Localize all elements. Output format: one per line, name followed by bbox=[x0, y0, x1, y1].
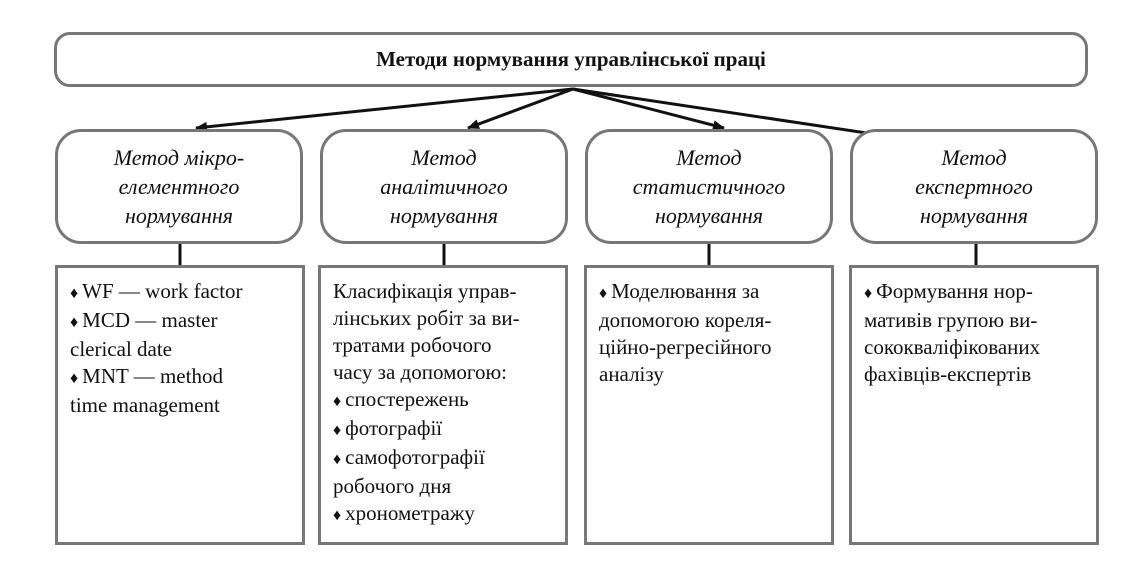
method-box-statistical: Метод статистичного нормування bbox=[585, 129, 833, 244]
detail-text: MCD — master bbox=[82, 308, 218, 332]
detail-text: MNT — method bbox=[82, 364, 223, 388]
method-box-microelement: Метод мікро- елементного нормування bbox=[55, 129, 303, 244]
detail-line: ♦MCD — master bbox=[70, 307, 292, 336]
detail-line: clerical date bbox=[70, 336, 292, 363]
detail-text: допомогою кореля- bbox=[599, 308, 772, 332]
detail-line: ♦самофотографії bbox=[333, 444, 555, 473]
detail-text: Формування нор- bbox=[876, 279, 1033, 303]
bullet-icon: ♦ bbox=[599, 285, 608, 302]
method-label: Метод статистичного нормування bbox=[632, 145, 786, 228]
details-box-expert: ♦Формування нор-мативів групою ви-сококв… bbox=[849, 265, 1099, 545]
method-box-expert: Метод експертного нормування bbox=[850, 129, 1098, 244]
detail-text: WF — work factor bbox=[82, 279, 243, 303]
detail-line: ♦хронометражу bbox=[333, 500, 555, 529]
detail-text: тратами робочого bbox=[333, 333, 492, 357]
detail-text: time management bbox=[70, 393, 220, 417]
detail-text: фахівців-експертів bbox=[864, 362, 1032, 386]
detail-line: time management bbox=[70, 392, 292, 419]
detail-line: ♦MNT — method bbox=[70, 363, 292, 392]
detail-line: допомогою кореля- bbox=[599, 307, 821, 334]
details-box-analytical: Класифікація управ-лінських робіт за ви-… bbox=[318, 265, 568, 545]
bullet-icon: ♦ bbox=[70, 370, 79, 387]
detail-line: ♦спостережень bbox=[333, 386, 555, 415]
bullet-icon: ♦ bbox=[333, 422, 342, 439]
detail-text: ційно-регресійного bbox=[599, 335, 772, 359]
bullet-icon: ♦ bbox=[333, 393, 342, 410]
diagram-title-box: Методи нормування управлінської праці bbox=[54, 32, 1088, 87]
method-box-analytical: Метод аналітичного нормування bbox=[320, 129, 568, 244]
arrow-to-method-2 bbox=[467, 87, 574, 130]
detail-text: сококваліфікованих bbox=[864, 335, 1041, 359]
method-label: Метод мікро- елементного нормування bbox=[113, 145, 245, 228]
detail-line: ційно-регресійного bbox=[599, 334, 821, 361]
bullet-icon: ♦ bbox=[864, 285, 873, 302]
detail-line: ♦Моделювання за bbox=[599, 278, 821, 307]
detail-text: хронометражу bbox=[345, 501, 475, 525]
detail-line: аналізу bbox=[599, 361, 821, 388]
method-label: Метод експертного нормування bbox=[915, 145, 1033, 228]
detail-line: мативів групою ви- bbox=[864, 307, 1086, 334]
detail-text: аналізу bbox=[599, 362, 664, 386]
detail-line: часу за допомогою: bbox=[333, 359, 555, 386]
detail-line: сококваліфікованих bbox=[864, 334, 1086, 361]
detail-line: робочого дня bbox=[333, 473, 555, 500]
detail-line: Класифікація управ- bbox=[333, 278, 555, 305]
detail-line: ♦Формування нор- bbox=[864, 278, 1086, 307]
bullet-icon: ♦ bbox=[333, 507, 342, 524]
diagram-title: Методи нормування управлінської праці bbox=[376, 47, 766, 71]
detail-text: Моделювання за bbox=[611, 279, 760, 303]
detail-text: clerical date bbox=[70, 337, 173, 361]
arrow-to-method-3 bbox=[572, 87, 725, 131]
detail-text: лінських робіт за ви- bbox=[333, 306, 520, 330]
detail-text: часу за допомогою: bbox=[333, 360, 507, 384]
detail-line: ♦фотографії bbox=[333, 415, 555, 444]
bullet-icon: ♦ bbox=[70, 285, 79, 302]
detail-text: Класифікація управ- bbox=[333, 279, 517, 303]
detail-text: фотографії bbox=[345, 416, 443, 440]
detail-text: спостережень bbox=[345, 387, 469, 411]
detail-text: робочого дня bbox=[333, 474, 452, 498]
detail-line: лінських робіт за ви- bbox=[333, 305, 555, 332]
method-label: Метод аналітичного нормування bbox=[380, 145, 508, 228]
detail-text: самофотографії bbox=[345, 445, 485, 469]
detail-text: мативів групою ви- bbox=[864, 308, 1038, 332]
detail-line: ♦WF — work factor bbox=[70, 278, 292, 307]
arrow-to-method-1 bbox=[195, 87, 574, 132]
detail-line: тратами робочого bbox=[333, 332, 555, 359]
detail-line: фахівців-експертів bbox=[864, 361, 1086, 388]
bullet-icon: ♦ bbox=[70, 314, 79, 331]
bullet-icon: ♦ bbox=[333, 451, 342, 468]
